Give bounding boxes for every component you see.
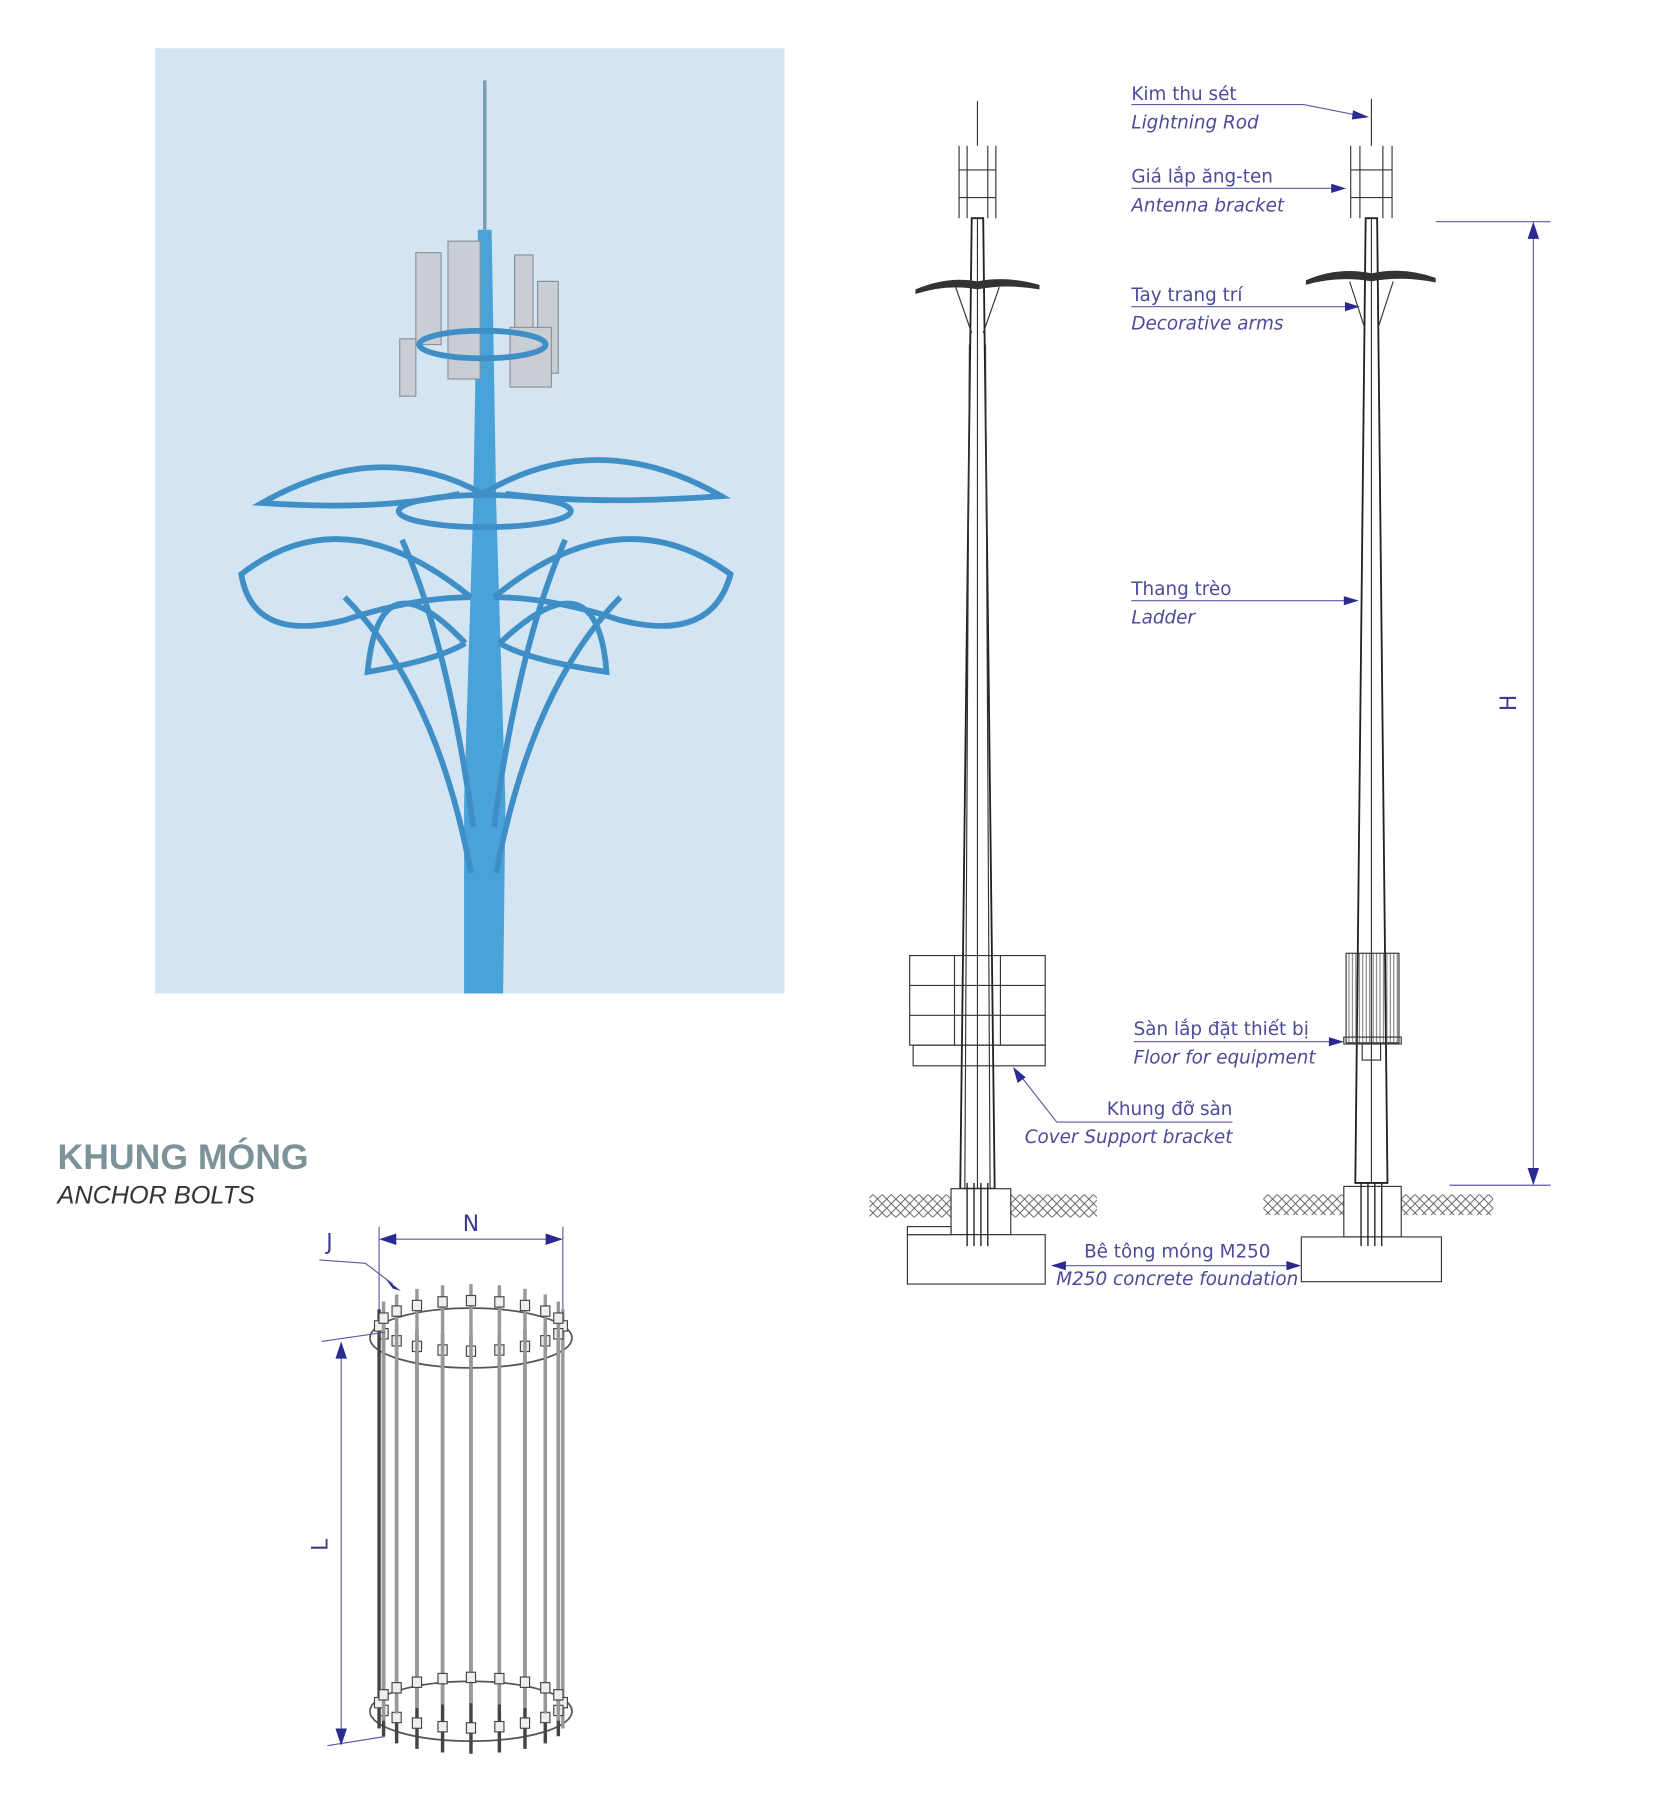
svg-text:Decorative arms: Decorative arms bbox=[1131, 314, 1284, 335]
callout-antenna-bracket: Giá lắp ăng-ten Antenna bracket bbox=[1130, 167, 1347, 216]
svg-text:Tay trang trí: Tay trang trí bbox=[1130, 285, 1243, 306]
svg-text:Ladder: Ladder bbox=[1131, 608, 1196, 629]
anchor-bolt bbox=[494, 1285, 505, 1705]
dimension-l: L bbox=[308, 1331, 385, 1747]
dimension-j: J bbox=[319, 1231, 401, 1291]
svg-text:Cover Support bracket: Cover Support bracket bbox=[1025, 1127, 1233, 1148]
svg-text:J: J bbox=[324, 1231, 332, 1256]
tower-photo bbox=[155, 48, 785, 994]
callout-ladder: Thang trèo Ladder bbox=[1130, 579, 1359, 629]
svg-text:L: L bbox=[308, 1538, 333, 1551]
svg-text:Sàn lắp đặt thiết bị: Sàn lắp đặt thiết bị bbox=[1134, 1019, 1309, 1040]
anchor-bolt bbox=[540, 1294, 551, 1714]
svg-text:Bê tông móng M250: Bê tông móng M250 bbox=[1084, 1242, 1270, 1263]
svg-text:M250 concrete foundation: M250 concrete foundation bbox=[1056, 1269, 1298, 1290]
anchor-bolts-title: KHUNG MÓNG bbox=[58, 1137, 309, 1177]
svg-text:Giá lắp ăng-ten: Giá lắp ăng-ten bbox=[1131, 167, 1273, 188]
svg-text:Antenna bracket: Antenna bracket bbox=[1130, 195, 1285, 216]
callout-foundation: Bê tông móng M250 M250 concrete foundati… bbox=[1050, 1242, 1302, 1290]
svg-text:Khung đỡ sàn: Khung đỡ sàn bbox=[1107, 1099, 1233, 1120]
anchor-bolt-cage bbox=[369, 1284, 573, 1754]
svg-text:Floor for equipment: Floor for equipment bbox=[1134, 1048, 1317, 1069]
svg-text:N: N bbox=[463, 1212, 479, 1237]
svg-text:Lightning Rod: Lightning Rod bbox=[1131, 113, 1259, 134]
callout-lightning-rod: Kim thu sét Lightning Rod bbox=[1131, 84, 1370, 134]
anchor-bolt bbox=[519, 1288, 531, 1709]
svg-text:Kim thu sét: Kim thu sét bbox=[1131, 84, 1236, 105]
anchor-bolt bbox=[553, 1301, 564, 1721]
anchor-bolt bbox=[378, 1301, 389, 1721]
anchor-bolt bbox=[465, 1284, 477, 1704]
callout-support-bracket: Khung đỡ sàn Cover Support bracket bbox=[1013, 1066, 1233, 1148]
svg-text:Thang trèo: Thang trèo bbox=[1130, 579, 1231, 600]
anchor-bolts-subtitle: ANCHOR BOLTS bbox=[56, 1182, 256, 1210]
anchor-bolt bbox=[437, 1285, 448, 1705]
tower-drawing-front bbox=[869, 101, 1097, 1285]
dimension-n: N bbox=[378, 1212, 564, 1310]
callout-floor: Sàn lắp đặt thiết bị Floor for equipment bbox=[1134, 1019, 1344, 1069]
tower-drawing-side bbox=[1263, 98, 1494, 1283]
anchor-bolt bbox=[391, 1294, 402, 1714]
svg-text:H: H bbox=[1497, 695, 1522, 711]
anchor-bolt bbox=[411, 1288, 423, 1709]
height-dimension: H bbox=[1435, 221, 1551, 1186]
callout-decorative-arms: Tay trang trí Decorative arms bbox=[1130, 285, 1360, 335]
